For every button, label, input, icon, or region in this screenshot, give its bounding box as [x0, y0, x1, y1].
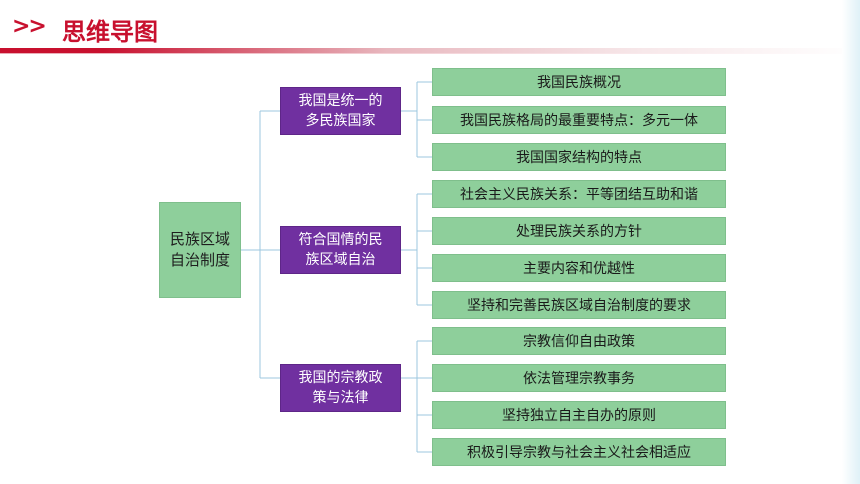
leaf-node: 我国民族格局的最重要特点：多元一体: [432, 106, 726, 134]
leaf-node: 积极引导宗教与社会主义社会相适应: [432, 438, 726, 466]
right-edge-accent: [842, 0, 860, 484]
leaf-node: 依法管理宗教事务: [432, 364, 726, 392]
leaf-node: 坚持独立自主自办的原则: [432, 401, 726, 429]
leaf-node: 主要内容和优越性: [432, 254, 726, 282]
header-divider-thin: [0, 53, 860, 54]
leaf-node: 我国国家结构的特点: [432, 143, 726, 171]
header: >> 思维导图: [0, 0, 860, 58]
leaf-node: 我国民族概况: [432, 68, 726, 96]
double-chevron-right-icon: >>: [12, 14, 47, 39]
leaf-node: 处理民族关系的方针: [432, 217, 726, 245]
page-title: 思维导图: [62, 18, 158, 46]
header-divider: [0, 48, 860, 53]
branch-node-regional-autonomy: 符合国情的民 族区域自治: [280, 226, 401, 274]
branch-node-religious-policy: 我国的宗教政 策与法律: [280, 364, 401, 412]
leaf-node: 社会主义民族关系：平等团结互助和谐: [432, 180, 726, 208]
branch-node-unified-multiethnic-state: 我国是统一的 多民族国家: [280, 87, 401, 135]
mindmap-root-node: 民族区域 自治制度: [159, 202, 241, 298]
leaf-node: 宗教信仰自由政策: [432, 327, 726, 355]
leaf-node: 坚持和完善民族区域自治制度的要求: [432, 291, 726, 319]
